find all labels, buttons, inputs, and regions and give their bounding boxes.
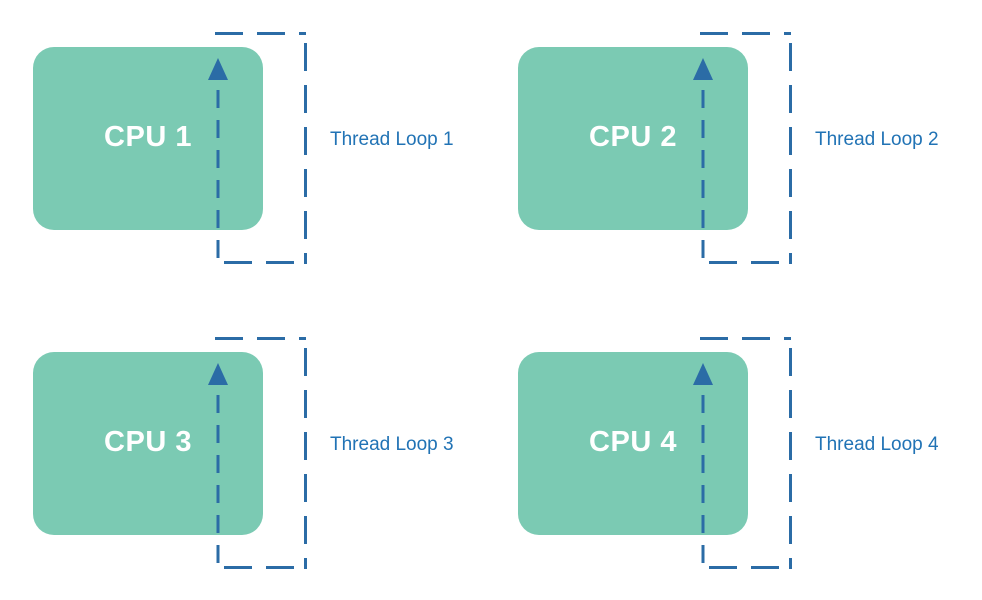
cpu-label: CPU 1 — [104, 121, 192, 153]
cpu-thread-unit: CPU 2 Thread Loop 2 — [485, 0, 982, 280]
cpu-label: CPU 4 — [589, 426, 677, 458]
cpu-box — [518, 352, 748, 535]
cpu-box — [33, 352, 263, 535]
thread-loop-label: Thread Loop 3 — [330, 434, 454, 455]
cpu-thread-unit: CPU 1 Thread Loop 1 — [0, 0, 497, 280]
arrow-up-icon — [208, 363, 228, 385]
thread-loop-label: Thread Loop 1 — [330, 129, 454, 150]
arrow-up-icon — [693, 58, 713, 80]
cpu-box — [33, 47, 263, 230]
cpu-thread-unit: CPU 3 Thread Loop 3 — [0, 305, 497, 585]
cpu-label: CPU 2 — [589, 121, 677, 153]
arrow-up-icon — [208, 58, 228, 80]
thread-loop-label: Thread Loop 4 — [815, 434, 939, 455]
arrow-up-icon — [693, 363, 713, 385]
cpu-label: CPU 3 — [104, 426, 192, 458]
thread-loop-label: Thread Loop 2 — [815, 129, 939, 150]
cpu-thread-unit: CPU 4 Thread Loop 4 — [485, 305, 982, 585]
cpu-box — [518, 47, 748, 230]
